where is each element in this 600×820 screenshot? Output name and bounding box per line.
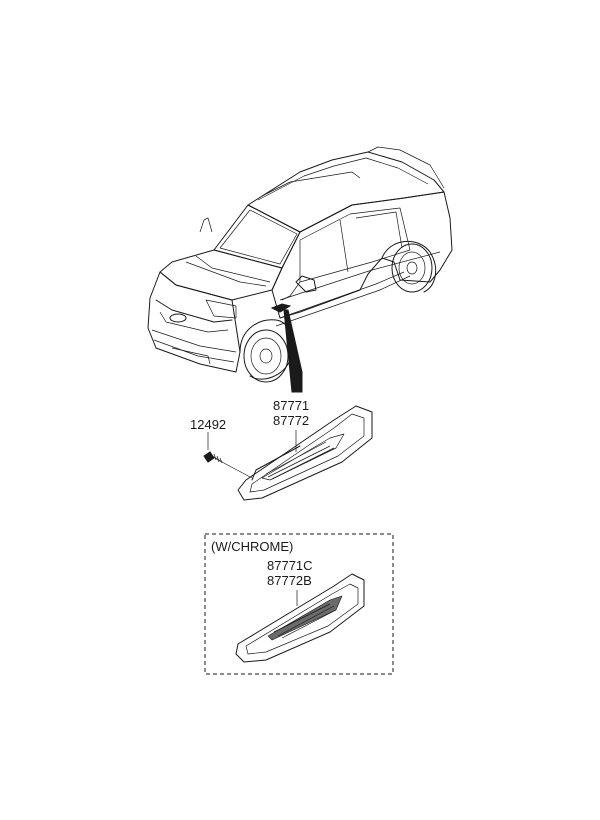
- chrome-garnish-part: [235, 573, 365, 663]
- leader-12492: [207, 432, 253, 479]
- location-arrow: [283, 309, 303, 393]
- car-illustration: [147, 146, 453, 383]
- side-garnish-part: [237, 405, 373, 501]
- part-number-12492: 12492: [190, 417, 226, 432]
- part-number-87771c: 87771C: [267, 558, 313, 573]
- fender-marker-location: [270, 303, 292, 313]
- front-wheel: [239, 319, 293, 383]
- part-number-87772b: 87772B: [267, 573, 312, 588]
- part-number-87771: 87771: [273, 398, 309, 413]
- option-box-title: (W/CHROME): [211, 539, 293, 554]
- chrome-option-box: (W/CHROME) 87771C 87772B: [204, 533, 394, 675]
- screw-part: [203, 451, 223, 464]
- part-number-87772: 87772: [273, 413, 309, 428]
- rear-wheel: [381, 240, 437, 293]
